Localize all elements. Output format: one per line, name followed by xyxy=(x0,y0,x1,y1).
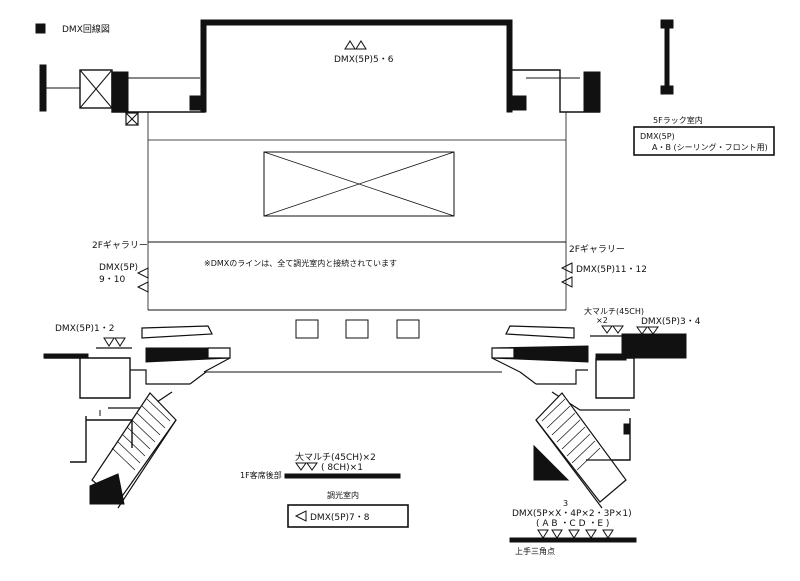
label-dmx-11-12: DMX(5P)11・12 xyxy=(576,265,647,275)
legend-text: DMX回線図 xyxy=(62,23,110,35)
label-dmx-5-6: DMX(5P)5・6 xyxy=(334,55,394,65)
label-gallery-left: 2Fギャラリー xyxy=(92,240,148,251)
label-x2-right: ×2 xyxy=(596,316,608,325)
legend-marker xyxy=(35,23,46,34)
note-text: ※DMXのラインは、全て調光室内と接続されています xyxy=(204,258,397,268)
outlet-9-10 xyxy=(136,267,149,293)
label-dmx-3-4: DMX(5P)3・4 xyxy=(641,317,701,327)
rack-5f-box xyxy=(633,126,775,156)
ctrl-room-box xyxy=(287,504,409,528)
label-rack-5f-line1: DMX(5P) xyxy=(640,132,675,141)
label-multi-8-center: ( 8CH)×1 xyxy=(321,463,363,473)
outlet-multi-center xyxy=(295,462,318,471)
label-gallery-right: 2Fギャラリー xyxy=(569,244,625,255)
label-ctrl-room: 調光室内 xyxy=(327,490,359,500)
stage-area xyxy=(147,112,567,339)
label-rack-5f-line2: A・B (シーリング・フロント用) xyxy=(652,142,768,152)
left-lower-structure xyxy=(43,353,502,505)
elevator-left xyxy=(39,64,139,126)
label-floor-1f: 1F客席後部 xyxy=(240,470,282,480)
label-dmx-mix-sub: ( A B ・C D ・E ) xyxy=(536,519,609,529)
label-dmx-9-10-b: 9・10 xyxy=(99,275,125,285)
auditorium-right-edge xyxy=(535,419,603,509)
label-dmx-mix-super: 3 xyxy=(563,499,568,508)
upper-walls xyxy=(111,19,601,113)
proscenium-left xyxy=(141,325,231,373)
auditorium-left-edge xyxy=(117,419,177,509)
outlet-7-8 xyxy=(294,510,307,522)
label-stage-right: 上手三角点 xyxy=(515,546,555,556)
label-multi-45-right: 大マルチ(45CH) xyxy=(584,306,644,316)
stage-right-rail xyxy=(509,537,637,543)
outlet-5-6 xyxy=(344,40,367,50)
rear-rail xyxy=(284,473,401,479)
outlet-1-2 xyxy=(96,337,132,349)
label-multi-45-center: 大マルチ(45CH)×2 xyxy=(295,451,376,463)
column-top-right xyxy=(660,19,674,95)
outlet-mix xyxy=(537,529,614,539)
right-wall-block xyxy=(621,333,687,359)
proscenium-right xyxy=(491,325,589,373)
label-dmx-7-8: DMX(5P)7・8 xyxy=(310,513,370,523)
outlet-multi-right xyxy=(601,325,624,334)
label-dmx-1-2: DMX(5P)1・2 xyxy=(55,324,115,334)
outlet-3-4 xyxy=(636,326,659,335)
outlet-11-12 xyxy=(560,262,573,288)
right-lower-structure xyxy=(519,353,635,503)
label-rack-5f-title: 5Fラック室内 xyxy=(653,115,703,125)
label-dmx-mix: DMX(5P×X・4P×2・3P×1) xyxy=(512,509,632,519)
label-dmx-9-10-a: DMX(5P) xyxy=(99,263,138,273)
